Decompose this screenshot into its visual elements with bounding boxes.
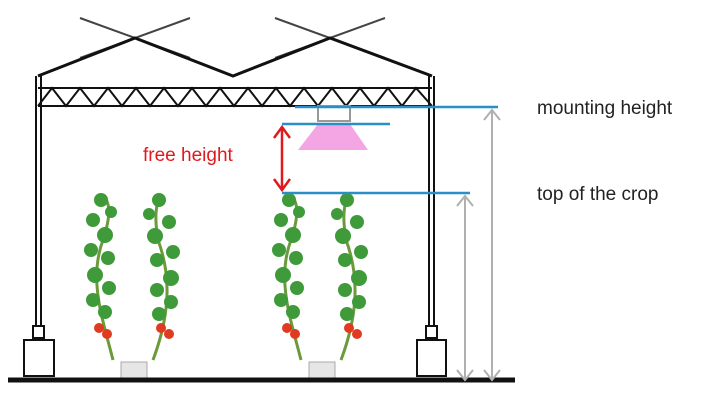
top-of-crop-label: top of the crop <box>537 184 659 205</box>
crop-height-arrow <box>456 194 474 382</box>
free-height-label: free height <box>143 145 233 166</box>
tomato-plant <box>82 191 182 382</box>
mounting-height-label: mounting height <box>537 98 673 119</box>
roof-vents <box>79 17 386 59</box>
greenhouse-roof <box>37 36 433 78</box>
height-reference-lines <box>282 105 498 195</box>
post-footings <box>23 325 447 377</box>
free-height-arrow <box>272 124 292 193</box>
lamp-light-cone <box>298 124 368 150</box>
support-posts <box>35 76 435 326</box>
mounting-height-arrow <box>483 108 501 382</box>
tomato-plant <box>270 191 370 382</box>
roof-truss <box>37 86 433 108</box>
